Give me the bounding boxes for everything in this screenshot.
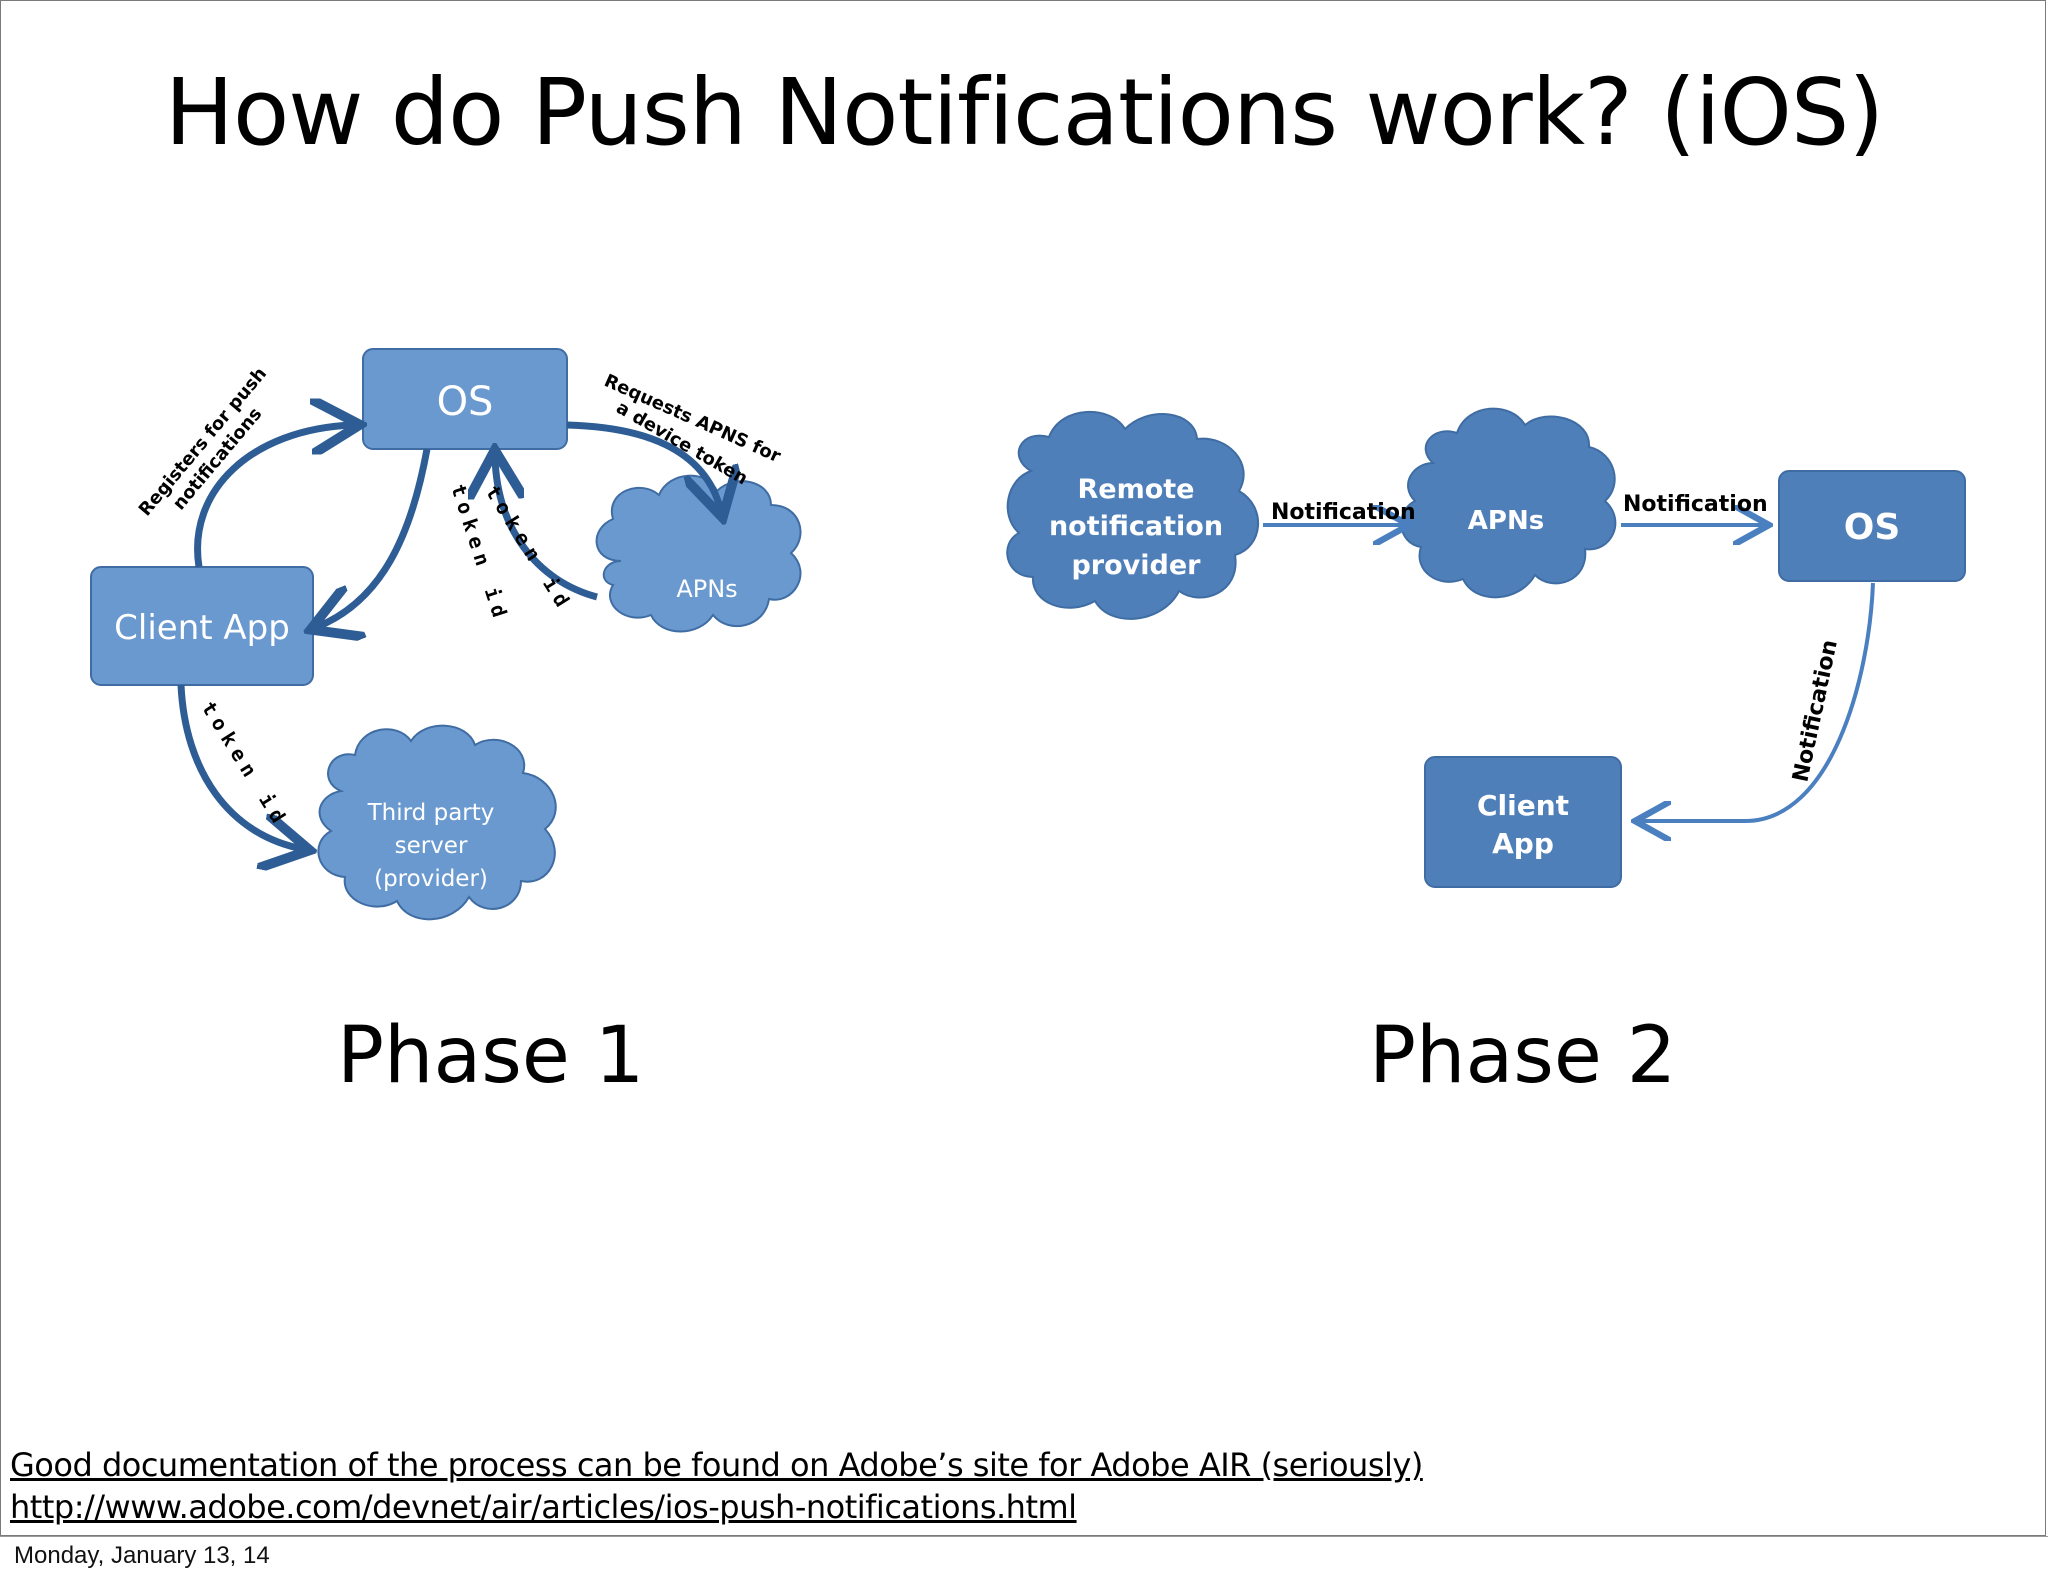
phase2-client-app-box: Client App bbox=[1424, 756, 1622, 888]
phase2-notification-label-3: Notification bbox=[1788, 638, 1843, 785]
phase2-apns-label: APNs bbox=[1468, 506, 1544, 536]
phase2-remote-line2: notification bbox=[1049, 511, 1223, 542]
documentation-url-link[interactable]: http://www.adobe.com/devnet/air/articles… bbox=[10, 1488, 1077, 1526]
phase2-notification-label-2: Notification bbox=[1623, 492, 1768, 517]
documentation-text-link[interactable]: Good documentation of the process can be… bbox=[10, 1446, 1423, 1484]
phase1-token-id-bottom: token id bbox=[197, 697, 294, 832]
phase1-arrow-request bbox=[566, 421, 721, 511]
phase1-arrow-register bbox=[194, 425, 353, 568]
phase1-apns-label: APNs bbox=[676, 575, 737, 603]
phase2-os-label: OS bbox=[1844, 507, 1901, 548]
phase2-label: Phase 2 bbox=[1369, 1011, 1677, 1101]
phase1-apns-cloud: APNs bbox=[595, 474, 802, 633]
phase1-third-party-line3: (provider) bbox=[374, 866, 488, 892]
phase2-notification-label-1: Notification bbox=[1271, 500, 1416, 525]
phase2-os-box: OS bbox=[1778, 470, 1966, 582]
phase1-third-party-cloud: Third party server (provider) bbox=[317, 724, 557, 921]
push-notification-diagram: OS Client App APNs Third party server (p… bbox=[90, 348, 1966, 921]
phase2-arrow-os-to-client bbox=[1639, 582, 1875, 821]
phase1-client-app-box: Client App bbox=[90, 566, 314, 686]
phase2-client-line1: Client bbox=[1477, 789, 1569, 822]
footer-date: Monday, January 13, 14 bbox=[14, 1542, 270, 1569]
slide-title: How do Push Notifications work? (iOS) bbox=[164, 59, 1884, 166]
phase1-arrow-token-to-client bbox=[317, 448, 431, 627]
phase1-registers-line1: Registers for push bbox=[135, 363, 271, 520]
phase1-os-label: OS bbox=[437, 379, 494, 425]
phase2-remote-line3: provider bbox=[1071, 550, 1201, 581]
phase2-apns-cloud: APNs bbox=[1400, 407, 1617, 599]
footer-bar bbox=[0, 1536, 2048, 1577]
phase1-label: Phase 1 bbox=[337, 1011, 645, 1101]
phase2-client-line2: App bbox=[1492, 827, 1554, 860]
slide: How do Push Notifications work? (iOS) OS… bbox=[0, 0, 2046, 1536]
phase1-arrow-token-to-provider bbox=[177, 684, 303, 849]
phase1-client-app-label: Client App bbox=[114, 608, 290, 648]
phase1-third-party-line2: server bbox=[395, 833, 468, 859]
phase2-remote-line1: Remote bbox=[1077, 474, 1194, 505]
phase2-remote-provider-cloud: Remote notification provider bbox=[1006, 410, 1260, 620]
phase1-third-party-line1: Third party bbox=[367, 800, 495, 826]
phase1-arrow-token-to-os bbox=[495, 457, 598, 601]
phase1-os-box: OS bbox=[362, 348, 568, 450]
